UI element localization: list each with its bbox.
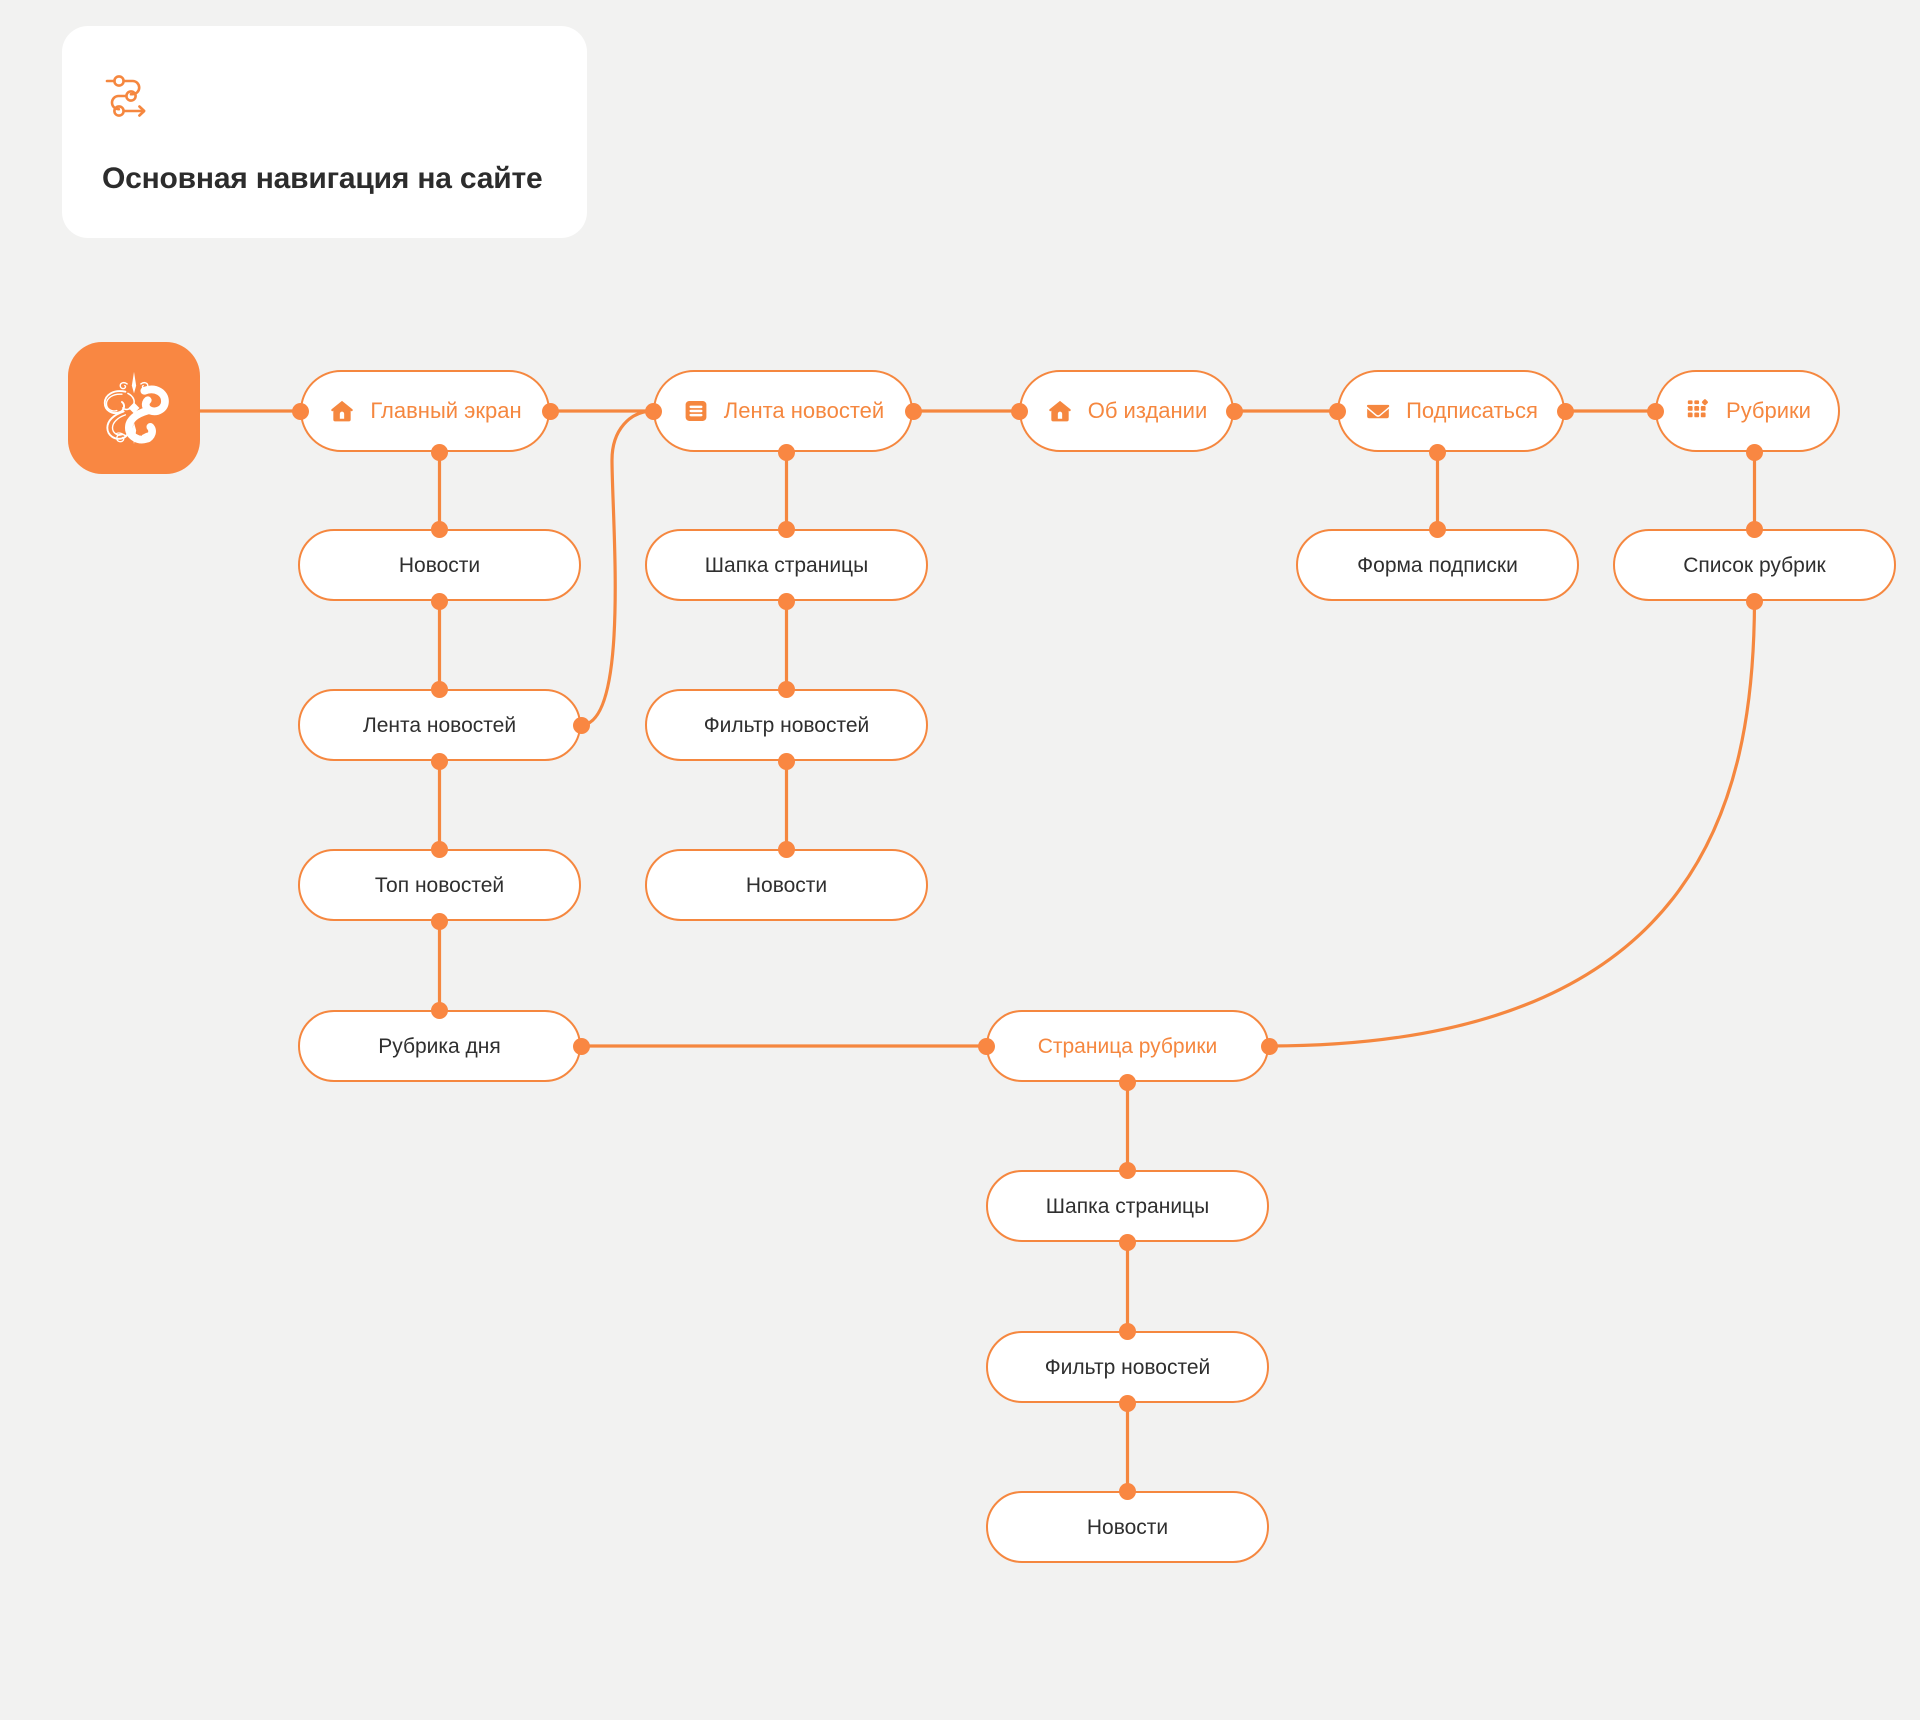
list-icon: [682, 397, 710, 425]
envelope-icon: [1364, 397, 1392, 425]
node-label: Страница рубрики: [1037, 1034, 1218, 1058]
node-label: Фильтр новостей: [1044, 1355, 1211, 1379]
header-card: Основная навигация на сайте: [62, 26, 587, 238]
brand-logo-tile[interactable]: [68, 342, 200, 474]
node-label: Главный экран: [370, 398, 522, 423]
node-label: Рубрика дня: [378, 1034, 501, 1058]
node-top-news[interactable]: Топ новостей: [298, 849, 581, 921]
node-news-2[interactable]: Новости: [645, 849, 928, 921]
node-subscribe[interactable]: Подписаться: [1337, 370, 1565, 452]
node-subscription-form[interactable]: Форма подписки: [1296, 529, 1579, 601]
node-label: Рубрики: [1726, 398, 1811, 423]
node-news-3[interactable]: Новости: [986, 1491, 1269, 1563]
node-rubrics[interactable]: Рубрики: [1655, 370, 1840, 452]
node-about[interactable]: Об издании: [1019, 370, 1234, 452]
node-news-filter-1[interactable]: Фильтр новостей: [645, 689, 928, 761]
node-feed-2[interactable]: Лента новостей: [298, 689, 581, 761]
node-label: Новости: [398, 553, 481, 577]
node-label: Новости: [1086, 1515, 1169, 1539]
flow-route-icon: [102, 70, 154, 122]
node-feed-top[interactable]: Лента новостей: [653, 370, 913, 452]
node-label: Подписаться: [1406, 398, 1538, 423]
ornate-monogram-logo: [91, 365, 177, 451]
node-label: Фильтр новостей: [703, 713, 870, 737]
node-label: Новости: [745, 873, 828, 897]
node-label: Лента новостей: [723, 398, 885, 423]
node-label: Шапка страницы: [704, 553, 869, 577]
edge-feed2-feedtop-curve: [579, 409, 655, 727]
node-news-1[interactable]: Новости: [298, 529, 581, 601]
node-label: Топ новостей: [374, 873, 505, 897]
node-home[interactable]: Главный экран: [300, 370, 550, 452]
node-label: Об издании: [1087, 398, 1208, 423]
node-page-header-2[interactable]: Шапка страницы: [986, 1170, 1269, 1242]
home-icon: [328, 397, 356, 425]
home-icon: [1046, 397, 1074, 425]
node-label: Лента новостей: [362, 713, 517, 737]
node-label: Шапка страницы: [1045, 1194, 1210, 1218]
node-label: Список рубрик: [1683, 553, 1826, 577]
node-label: Форма подписки: [1357, 553, 1518, 577]
node-page-header-1[interactable]: Шапка страницы: [645, 529, 928, 601]
edge-rubriclist-rubricpage-curve: [1267, 599, 1757, 1048]
node-rubric-list[interactable]: Список рубрик: [1613, 529, 1896, 601]
node-news-filter-2[interactable]: Фильтр новостей: [986, 1331, 1269, 1403]
node-rubric-of-day[interactable]: Рубрика дня: [298, 1010, 581, 1082]
page-title: Основная навигация на сайте: [102, 162, 543, 195]
grid-icon: [1684, 397, 1712, 425]
node-rubric-page[interactable]: Страница рубрики: [986, 1010, 1269, 1082]
